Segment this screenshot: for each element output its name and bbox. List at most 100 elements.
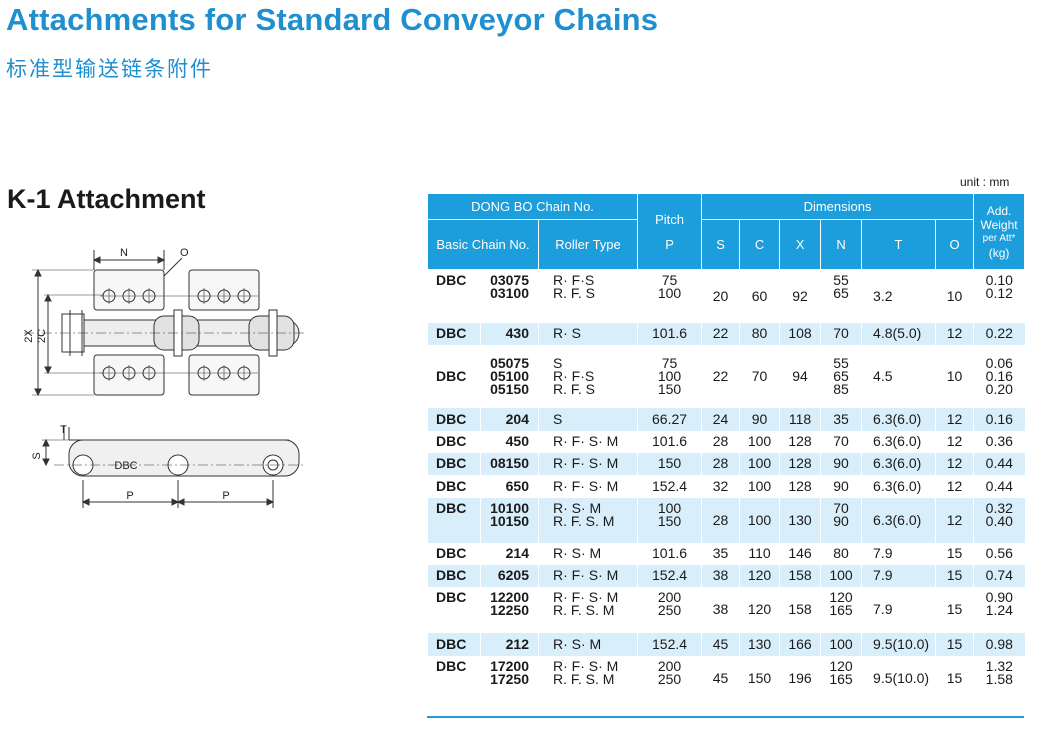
- cell-x-line: 128: [788, 433, 812, 449]
- cell-chain-no-line: 05150: [490, 380, 529, 397]
- cell-n-line: 70: [833, 499, 849, 516]
- cell-n-line: 100: [829, 567, 853, 583]
- cell-t: 6.3(6.0): [861, 407, 936, 431]
- cell-roller-type: R· S· M: [537, 632, 638, 656]
- cell-o: 12: [935, 474, 974, 498]
- cell-n: 100: [820, 632, 862, 656]
- cell-prefix-line: DBC: [436, 545, 467, 561]
- cell-pitch-line: 100: [657, 285, 682, 301]
- cell-chain-no-line: 650: [505, 477, 529, 494]
- cell-s-line: 20: [712, 287, 729, 304]
- cell-o-line: 10: [946, 367, 963, 384]
- cell-roller-type-line: R· F·S: [553, 367, 595, 384]
- cell-pitch-line: 200: [657, 588, 682, 605]
- cell-c-line: 100: [747, 433, 772, 449]
- cell-weight-line: 1.32: [985, 657, 1013, 674]
- cell-pitch-line: 250: [657, 601, 682, 618]
- cell-c-line: 100: [747, 511, 772, 528]
- cell-roller-type: R· F· S· M: [537, 474, 638, 498]
- cell-weight-line: 0.20: [985, 380, 1013, 397]
- cell-chain-no: 650: [480, 474, 539, 498]
- spec-table: DONG BO Chain No. Pitch P Dimensions Add…: [426, 193, 1026, 702]
- cell-x: 196: [779, 655, 821, 702]
- cell-chain-no-line: 05100: [490, 367, 529, 384]
- cell-chain-no-line: 430: [505, 325, 529, 341]
- cell-roller-type: S: [537, 407, 638, 431]
- side-view: [42, 425, 304, 508]
- cell-n-line: 55: [833, 354, 849, 371]
- header-n: N: [820, 219, 863, 270]
- cell-o-line: 12: [946, 477, 963, 494]
- cell-c: 120: [739, 564, 780, 587]
- cell-weight-line: 0.40: [985, 512, 1013, 529]
- cell-weight-line: 0.98: [985, 635, 1013, 652]
- cell-s: 20: [701, 269, 740, 323]
- cell-n-line: 55: [833, 272, 849, 288]
- header-roller-type: Roller Type: [537, 219, 639, 270]
- cell-chain-no-line: 212: [505, 635, 529, 652]
- header-basic-chain-no: Basic Chain No.: [427, 219, 539, 270]
- cell-weight: 0.44: [973, 452, 1025, 475]
- cell-t: 7.9: [861, 586, 936, 633]
- cell-t: 9.5(10.0): [861, 655, 936, 702]
- cell-roller-type: R· F· S· M: [537, 430, 638, 453]
- cell-pitch-line: 150: [657, 512, 682, 529]
- cell-weight-line: 0.16: [985, 367, 1013, 384]
- cell-c: 130: [739, 632, 780, 656]
- unit-label: unit : mm: [960, 175, 1010, 189]
- cell-t-line: 9.5(10.0): [873, 635, 930, 652]
- top-view: [24, 250, 304, 397]
- pitch-label-1: P: [126, 490, 133, 502]
- cell-c: 70: [739, 344, 780, 408]
- cell-chain-no: 214: [480, 542, 539, 565]
- cell-roller-type-line: R. F. S. M: [553, 670, 615, 687]
- cell-o-line: 15: [946, 670, 963, 686]
- cell-x-line: 128: [788, 455, 812, 471]
- cell-t: 6.3(6.0): [861, 497, 936, 543]
- cell-x-line: 108: [788, 325, 812, 341]
- cell-roller-type-line: R. F. S: [553, 285, 596, 301]
- cell-roller-type-line: R· F· S· M: [553, 455, 619, 471]
- cell-n: 90: [820, 452, 862, 475]
- cell-x-line: 158: [788, 567, 812, 583]
- table-bottom-rule: [427, 716, 1024, 718]
- cell-c-line: 150: [747, 670, 772, 686]
- cell-n-line: 120: [829, 588, 853, 605]
- header-pitch-label: Pitch: [655, 211, 684, 227]
- cell-chain-no-line: 17250: [490, 670, 529, 687]
- cell-s-line: 38: [712, 601, 729, 617]
- cell-c: 100: [739, 497, 780, 543]
- cell-s-line: 22: [712, 367, 729, 384]
- cell-t-line: 6.3(6.0): [873, 455, 922, 471]
- pitch-label-2: P: [222, 490, 229, 502]
- cell-n-line: 100: [829, 635, 853, 652]
- cell-chain-no-line: 450: [505, 433, 529, 449]
- cell-roller-type: R· F· S· M: [537, 452, 638, 475]
- cell-pitch: 101.6: [637, 322, 702, 345]
- cell-o: 15: [935, 542, 974, 565]
- cell-c: 110: [739, 542, 780, 565]
- cell-c-line: 130: [747, 635, 772, 652]
- cell-weight-line: 0.44: [985, 477, 1013, 494]
- cell-chain-no: 204: [480, 407, 539, 431]
- cell-x: 92: [779, 269, 821, 323]
- cell-s-line: 38: [712, 567, 729, 583]
- cell-roller-type-line: R· F· S· M: [553, 588, 619, 605]
- cell-s: 32: [701, 474, 740, 498]
- cell-s: 35: [701, 542, 740, 565]
- cell-n-line: 85: [833, 380, 849, 397]
- cell-pitch-line: 150: [657, 380, 682, 397]
- cell-weight-line: 0.10: [985, 272, 1013, 288]
- cell-n: 90: [820, 474, 862, 498]
- cell-s: 28: [701, 497, 740, 543]
